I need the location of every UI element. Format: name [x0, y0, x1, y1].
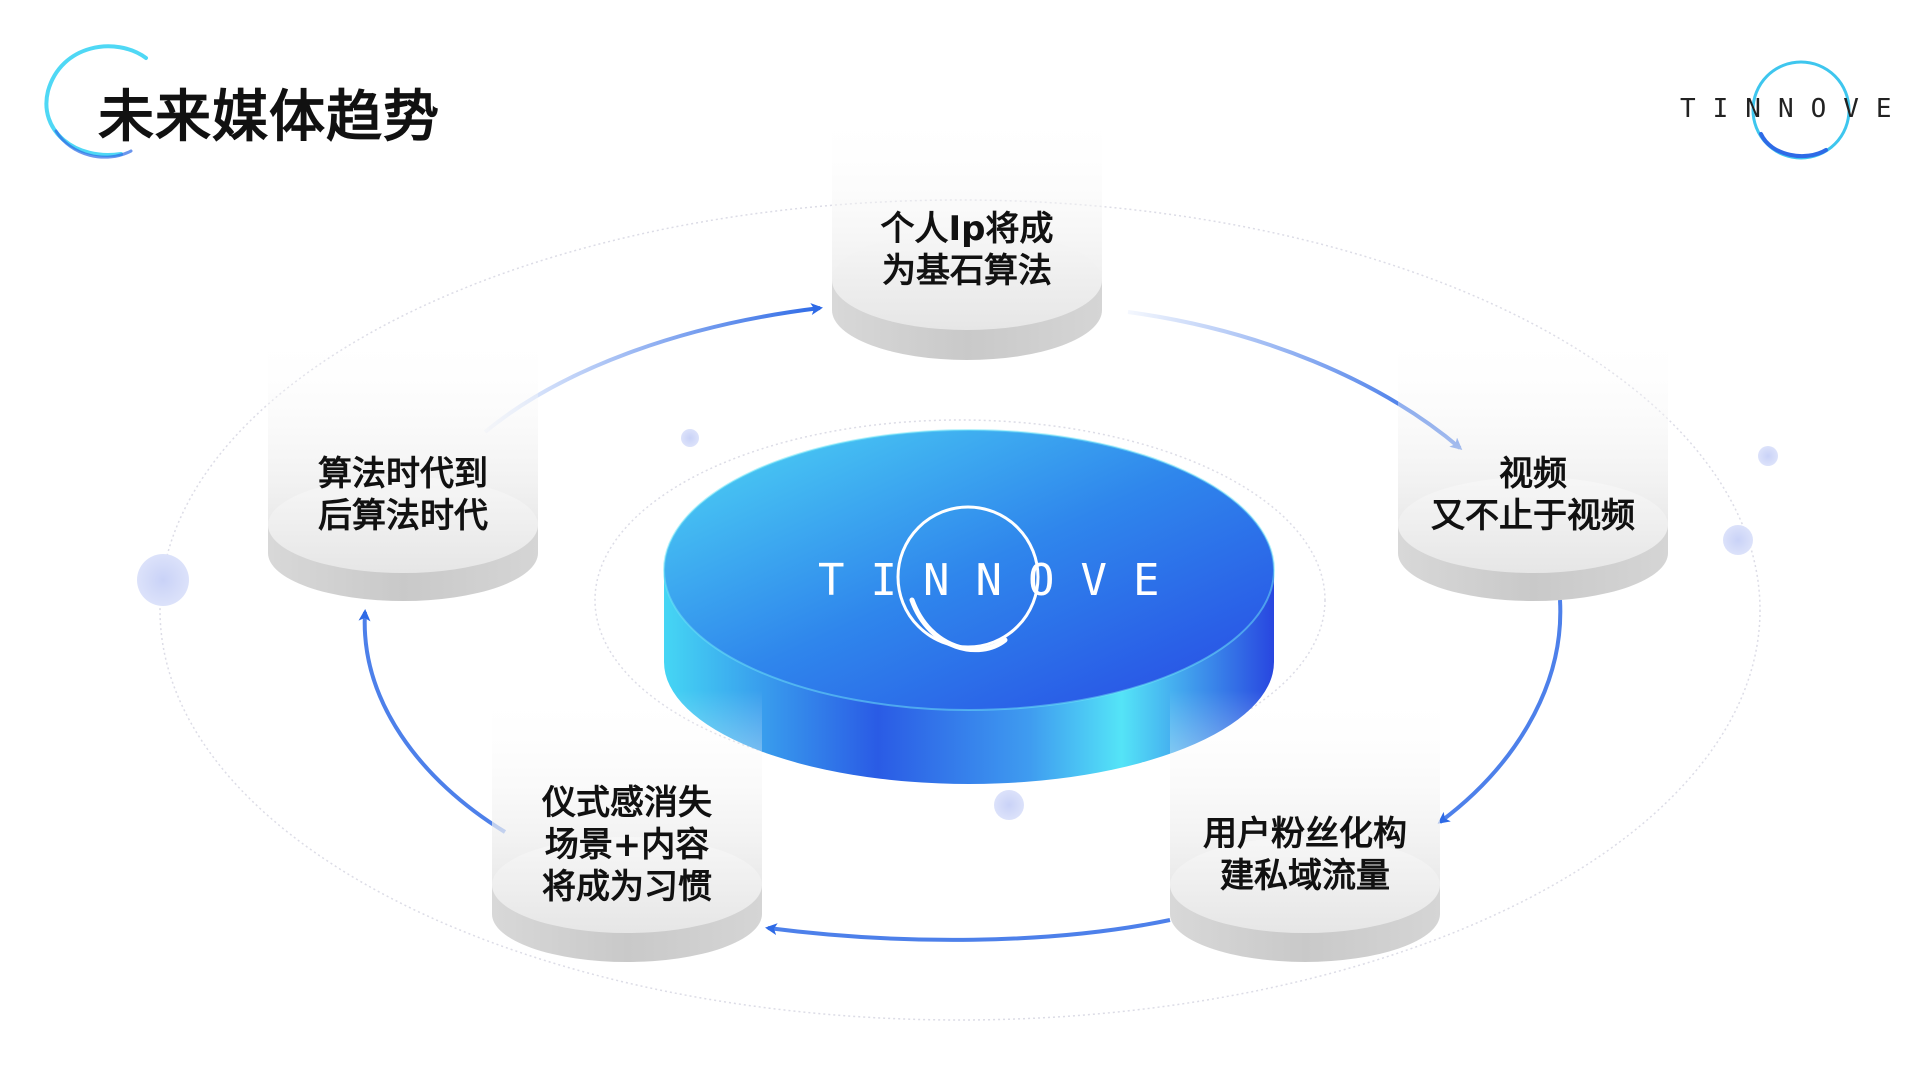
node-line: 个人Ip将成	[880, 209, 1054, 249]
page-title: 未来媒体趋势	[98, 85, 440, 150]
brand-logo-text: TINNOVE	[1680, 94, 1909, 124]
node-line: 为基石算法	[882, 251, 1052, 291]
decor-dot	[1723, 525, 1753, 555]
node-line: 算法时代到	[318, 454, 488, 494]
center-platform	[663, 429, 1275, 784]
pedestal-top	[832, 110, 1102, 360]
node-line: 将成为习惯	[542, 867, 712, 907]
center-logo-text: TINNOVE	[818, 555, 1186, 606]
arrow-right-to-bottomright	[1437, 599, 1563, 824]
logo-ring-icon	[1751, 60, 1851, 160]
arrow-bottomright-to-bottomleft	[765, 918, 1171, 942]
node-line: 后算法时代	[318, 496, 488, 536]
node-bottom-left: 仪式感消失场景+内容将成为习惯	[492, 783, 762, 907]
node-line: 建私域流量	[1220, 856, 1390, 896]
node-bottom-right: 用户粉丝化构建私域流量	[1170, 814, 1440, 896]
decor-dot	[137, 554, 189, 606]
node-line: 仪式感消失	[542, 783, 712, 823]
pedestal-left	[268, 330, 538, 601]
pedestal-bottom-right	[1170, 690, 1440, 962]
node-right: 视频又不止于视频	[1398, 454, 1668, 536]
title-swirl-icon	[44, 44, 148, 159]
decor-dot	[994, 790, 1024, 820]
decor-dot	[1758, 446, 1778, 466]
pedestal-bottom-left	[492, 690, 762, 962]
node-line: 视频	[1499, 454, 1567, 494]
node-top: 个人Ip将成为基石算法	[832, 209, 1102, 291]
pedestal-right	[1398, 330, 1668, 601]
node-line: 又不止于视频	[1431, 496, 1635, 536]
brand-logo: TINNOVE	[1666, 54, 1909, 164]
node-left: 算法时代到后算法时代	[268, 454, 538, 536]
decor-dot	[681, 429, 699, 447]
arrow-bottomleft-to-left	[358, 609, 507, 834]
node-line: 场景+内容	[544, 825, 710, 865]
node-line: 用户粉丝化构	[1203, 814, 1407, 854]
